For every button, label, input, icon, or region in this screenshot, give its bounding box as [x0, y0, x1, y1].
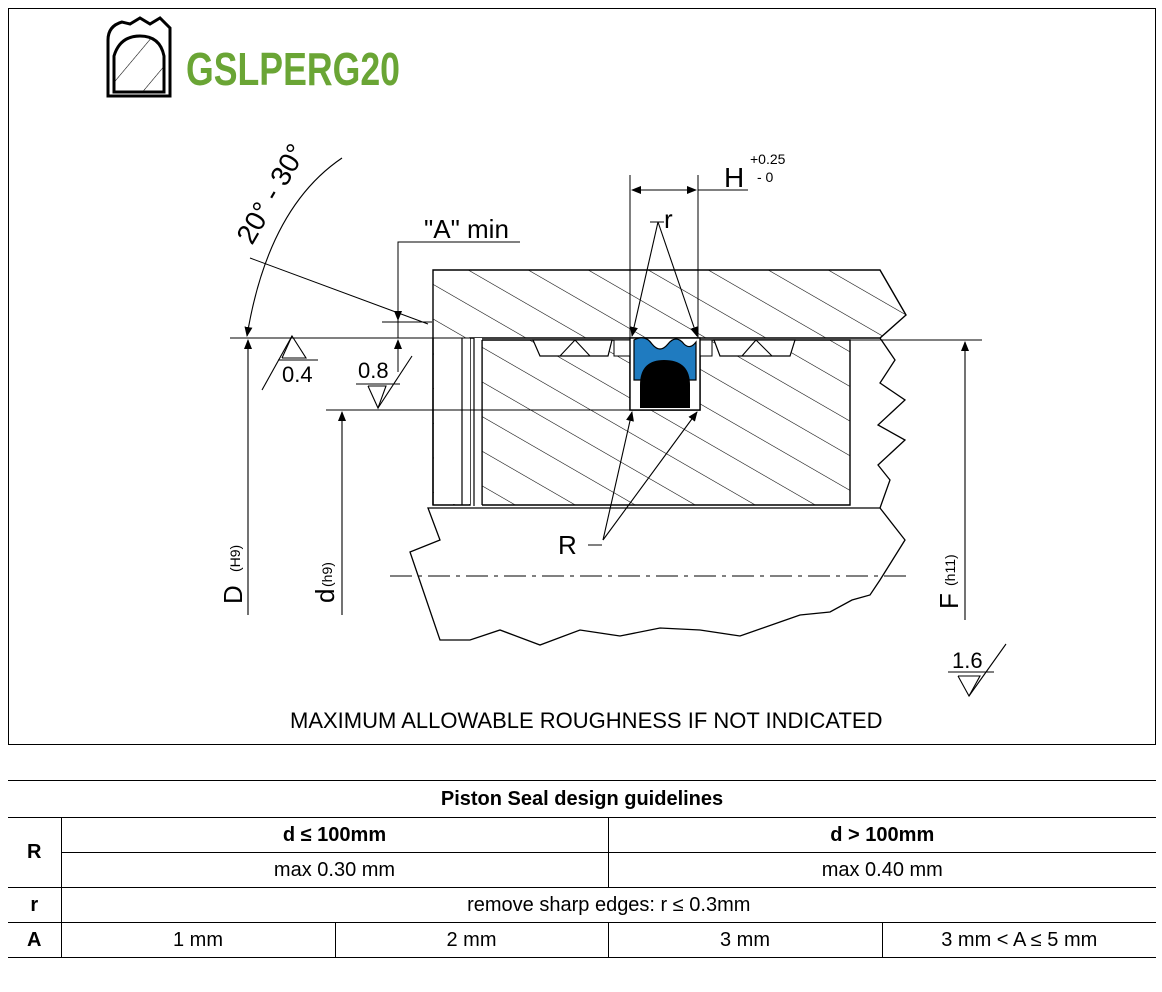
angle-label: 20° - 30° [230, 139, 312, 249]
d-bore-label: D [218, 585, 248, 604]
seal-logo-icon [106, 16, 172, 98]
roughness-symbol-04 [261, 334, 318, 391]
r-large-label: R [558, 530, 577, 560]
cell-A-2: 2 mm [334, 922, 609, 958]
a-min-label: "A" min [424, 214, 509, 244]
technical-drawing: GSLPERG20 D (H9) d (h9) F (h11) 20° - 30… [8, 8, 1156, 745]
table-row: max 0.30 mm max 0.40 mm [8, 852, 1157, 888]
r-small-label: r [664, 204, 673, 234]
cell-R-small-d: max 0.30 mm [60, 852, 609, 888]
roughness-16-label: 1.6 [952, 648, 983, 673]
col-header-d-le-100: d ≤ 100mm [60, 817, 609, 853]
o-ring [640, 360, 690, 408]
table-row: R d ≤ 100mm d > 100mm [8, 817, 1157, 888]
row-label-r: r [8, 887, 62, 923]
roughness-symbol-08 [356, 355, 413, 410]
table-row: A 1 mm 2 mm 3 mm 3 mm < A ≤ 5 mm [8, 922, 1157, 958]
roughness-note: MAXIMUM ALLOWABLE ROUGHNESS IF NOT INDIC… [290, 708, 882, 733]
cell-A-1: 1 mm [60, 922, 336, 958]
drawing-frame [8, 8, 1156, 745]
h-label: H [724, 162, 744, 193]
d-bore-tol: (H9) [227, 545, 243, 572]
logo-text: GSLPERG20 [186, 43, 400, 95]
roughness-08-label: 0.8 [358, 358, 389, 383]
f-tol: (h11) [942, 554, 958, 586]
table-title: Piston Seal design guidelines [8, 780, 1157, 818]
cell-A-3: 3 mm [607, 922, 883, 958]
table-row: r remove sharp edges: r ≤ 0.3mm [8, 887, 1157, 923]
d-rod-tol: (h9) [319, 562, 335, 587]
cell-R-large-d: max 0.40 mm [607, 852, 1157, 888]
angle-arc [244, 157, 343, 337]
h-tol-lower: - 0 [757, 169, 774, 185]
col-header-d-gt-100: d > 100mm [607, 817, 1157, 853]
roughness-symbol-16 [948, 643, 1007, 698]
guidelines-table: Piston Seal design guidelines R d ≤ 100m… [8, 780, 1157, 958]
d-rod-label: d [310, 589, 340, 603]
h-tol-upper: +0.25 [750, 151, 786, 167]
row-label-R: R [8, 817, 62, 888]
cell-r-value: remove sharp edges: r ≤ 0.3mm [60, 887, 1157, 923]
row-label-A: A [8, 922, 62, 958]
f-label: F [934, 593, 964, 609]
cell-A-4: 3 mm < A ≤ 5 mm [881, 922, 1157, 958]
roughness-04-label: 0.4 [282, 362, 313, 387]
